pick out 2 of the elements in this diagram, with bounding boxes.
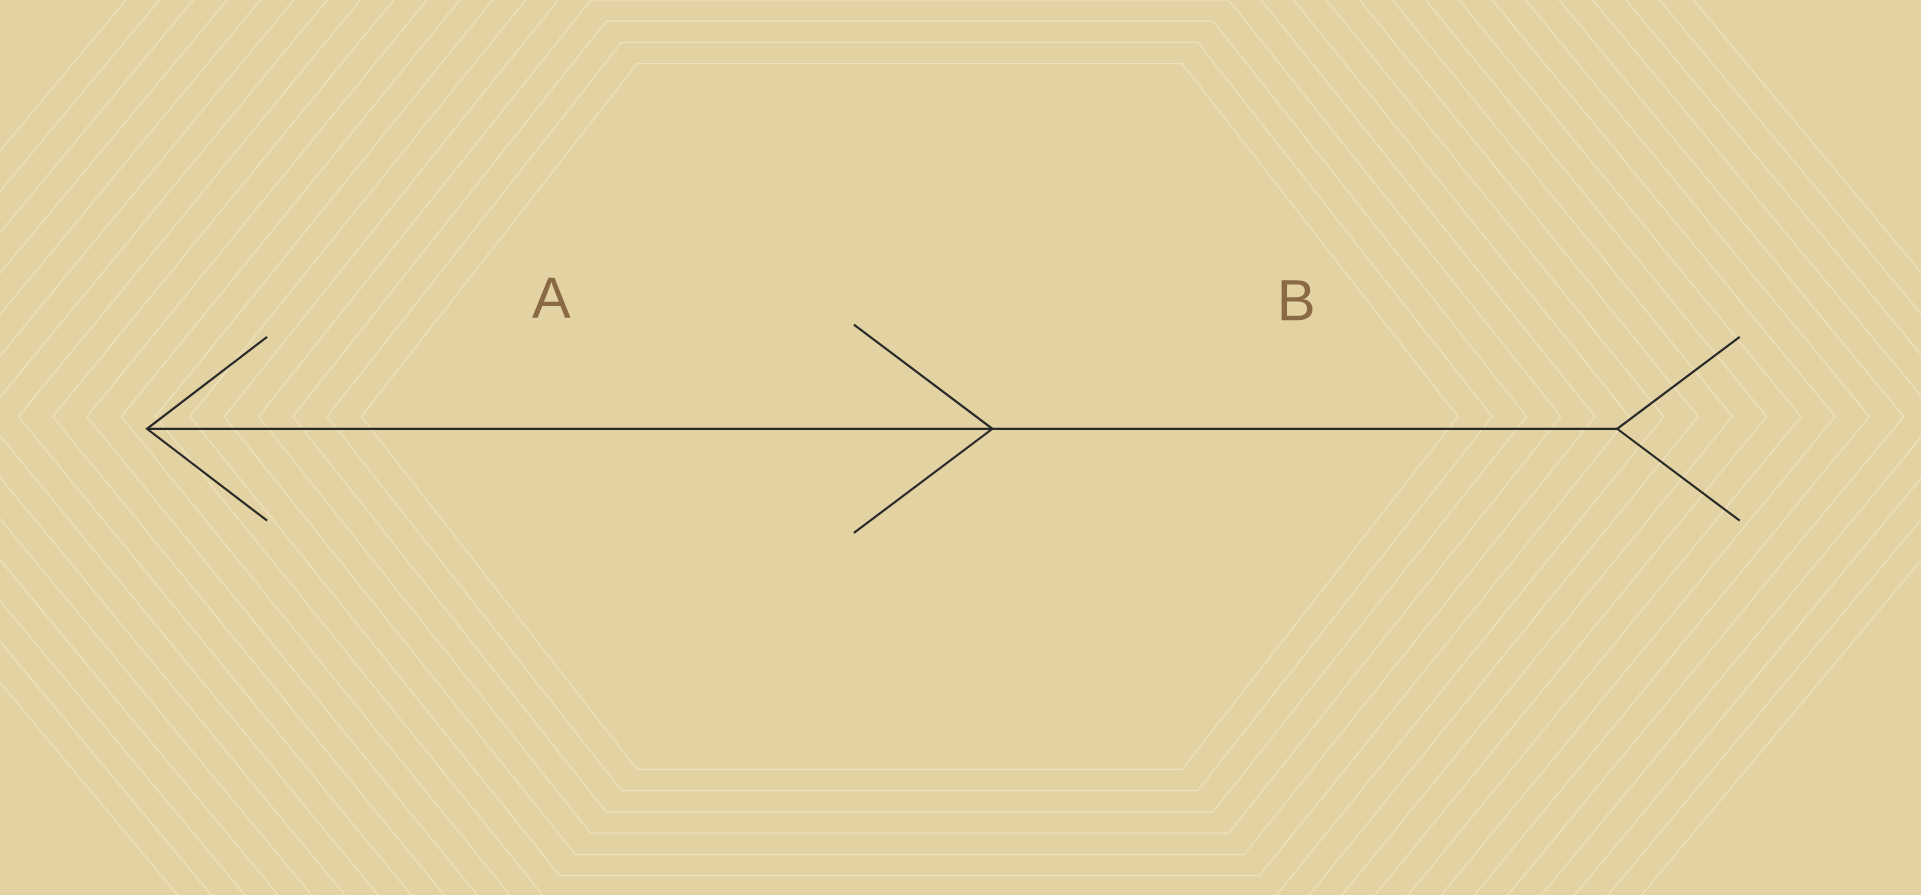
segment-label: A xyxy=(532,277,571,318)
segment-label: B xyxy=(1281,280,1313,321)
